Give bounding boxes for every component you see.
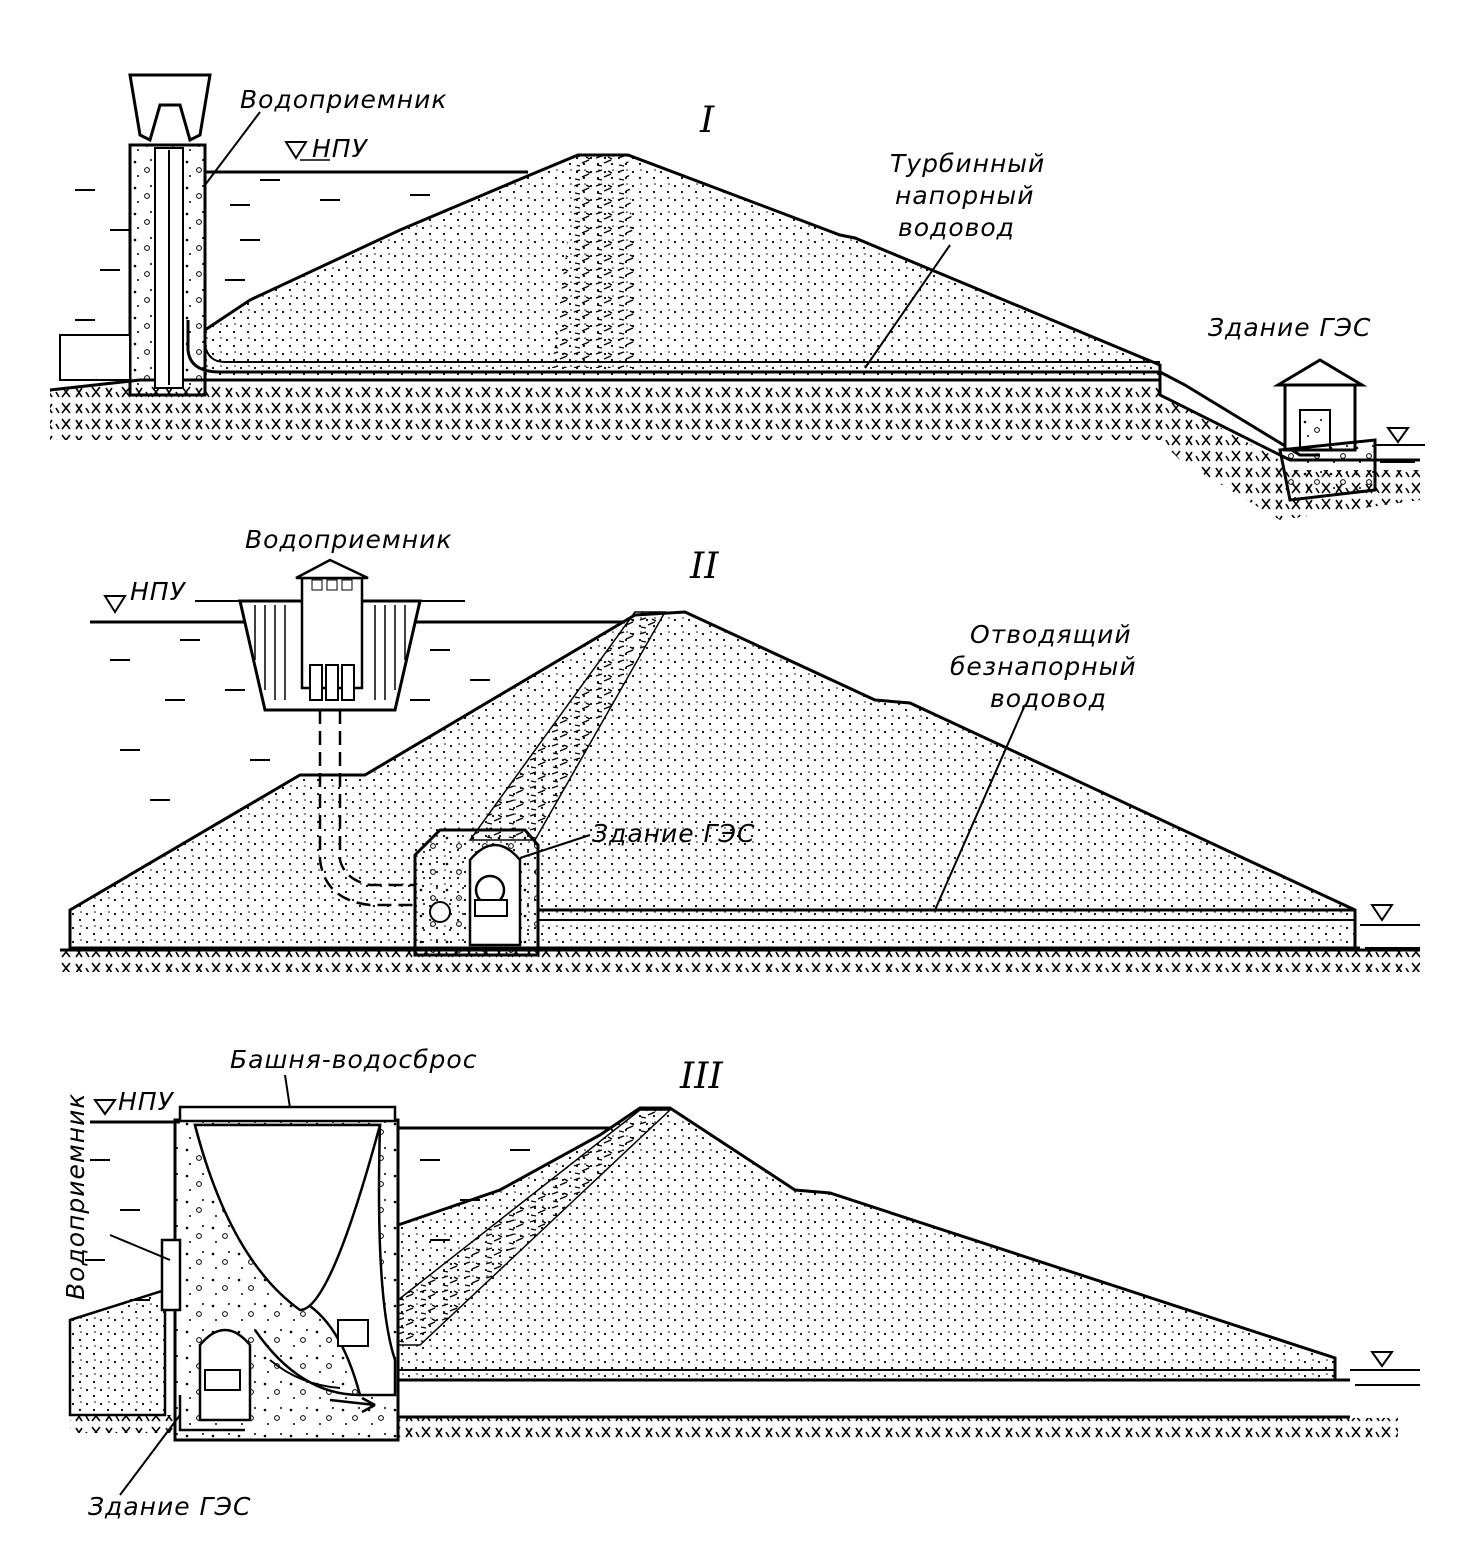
npu-level-icon-1 xyxy=(284,141,308,160)
section-3-numeral: III xyxy=(679,1056,723,1097)
npu-label-1: НПУ xyxy=(312,134,369,163)
powerhouse-label-1: Здание ГЭС xyxy=(1208,313,1371,342)
tailrace-label-line1: Отводящий xyxy=(970,620,1132,649)
dam-core-3 xyxy=(397,1109,672,1346)
flow-arrow-icon xyxy=(329,1396,376,1414)
npu-level-icon-2 xyxy=(103,595,127,614)
gate-crane-1 xyxy=(128,73,212,143)
tailrace-label-line3: водовод xyxy=(990,684,1107,713)
powerhouse-2 xyxy=(413,828,540,957)
foundation-3 xyxy=(398,1418,1398,1438)
water-hatching xyxy=(75,179,430,321)
section-1-numeral: I xyxy=(699,100,715,141)
section-2-numeral: II xyxy=(689,546,719,587)
intake-label-3: Водоприемник xyxy=(61,1093,90,1300)
section-1: Водоприемник НПУ I Турбинный напорный во… xyxy=(49,73,1425,520)
dam-core-1 xyxy=(552,155,640,368)
penstock-label-line1: Турбинный xyxy=(890,149,1045,178)
foundation-1 xyxy=(50,380,1420,520)
intake-structure-2 xyxy=(238,558,422,712)
npu-label-2: НПУ xyxy=(130,577,187,606)
penstock-pipe-1 xyxy=(186,320,1320,457)
section-3: Башня-водосброс НПУ III Водоприемник Зда… xyxy=(61,1045,1420,1521)
foundation-2 xyxy=(60,950,1420,972)
intake-label-1: Водоприемник xyxy=(240,85,447,114)
tailwater-level-icon-2 xyxy=(1370,904,1394,922)
conduit-dashed-2 xyxy=(318,710,415,907)
tailwater-level-icon-1 xyxy=(1386,427,1410,444)
npu-level-icon-3 xyxy=(93,1099,117,1116)
earth-dam-3 xyxy=(396,1106,1337,1382)
powerhouse-label-3: Здание ГЭС xyxy=(88,1492,251,1521)
powerhouse-1 xyxy=(1272,358,1377,502)
intake-label-2: Водоприемник xyxy=(245,525,452,554)
tailrace-label-line2: безнапорный xyxy=(950,652,1137,681)
penstock-label-line2: напорный xyxy=(895,181,1035,210)
section-2: Водоприемник НПУ II Отводящий безнапорны… xyxy=(60,525,1420,972)
tailwater-level-icon-3 xyxy=(1370,1351,1394,1368)
tower-label-3: Башня-водосброс xyxy=(230,1045,477,1074)
powerhouse-label-2: Здание ГЭС xyxy=(592,819,755,848)
penstock-label-line3: водовод xyxy=(898,213,1015,242)
npu-label-3: НПУ xyxy=(118,1087,175,1116)
